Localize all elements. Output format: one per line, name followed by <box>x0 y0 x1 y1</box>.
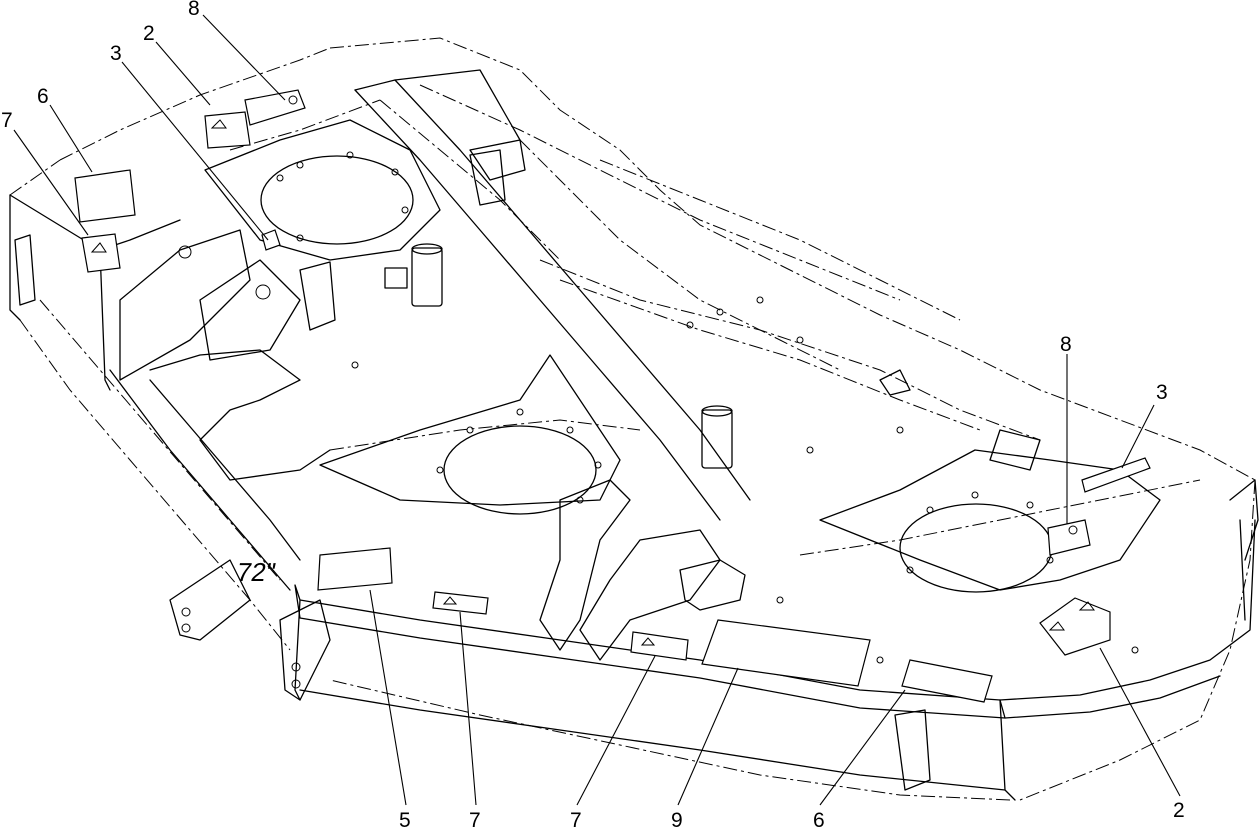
decal-item-5: 72" <box>235 547 393 591</box>
decal-item-8-right <box>1047 519 1091 556</box>
callout-5: 5 <box>399 809 411 832</box>
decal-item-3-right <box>1081 457 1151 493</box>
decal-item-6-front <box>901 659 993 703</box>
decal-item-7-front-b <box>630 631 689 661</box>
decal-item-8-top <box>244 89 306 126</box>
callout-8-right: 8 <box>1060 333 1072 356</box>
size-decal-label: 72" <box>235 557 278 587</box>
leader-lines <box>13 14 1181 806</box>
callout-2-right: 2 <box>1173 799 1185 822</box>
deck-frame <box>9 69 1259 801</box>
decal-item-2-top <box>204 111 251 149</box>
callout-9: 9 <box>671 809 683 832</box>
decal-item-3-top <box>261 229 281 251</box>
callout-3-right: 3 <box>1156 381 1168 404</box>
callout-6-front: 6 <box>813 809 825 832</box>
decal-item-2-right <box>1039 597 1111 656</box>
decal-item-7-left <box>81 233 121 273</box>
callout-2-top: 2 <box>143 22 155 45</box>
deck-outline <box>9 37 1256 801</box>
callout-7-front-b: 7 <box>570 809 582 832</box>
decal-item-7-front-a <box>432 591 489 615</box>
decal-item-6-left <box>74 169 136 223</box>
callout-6-left: 6 <box>37 85 49 108</box>
callout-7-left: 7 <box>1 109 13 132</box>
callout-7-front-a: 7 <box>469 809 481 832</box>
callouts: 8 2 3 6 7 8 3 5 7 7 9 6 2 <box>1 0 1185 832</box>
mounting-holes <box>276 151 1139 664</box>
decal-item-9 <box>701 619 871 687</box>
callout-3-top: 3 <box>110 42 122 65</box>
callout-8-top: 8 <box>188 0 200 20</box>
